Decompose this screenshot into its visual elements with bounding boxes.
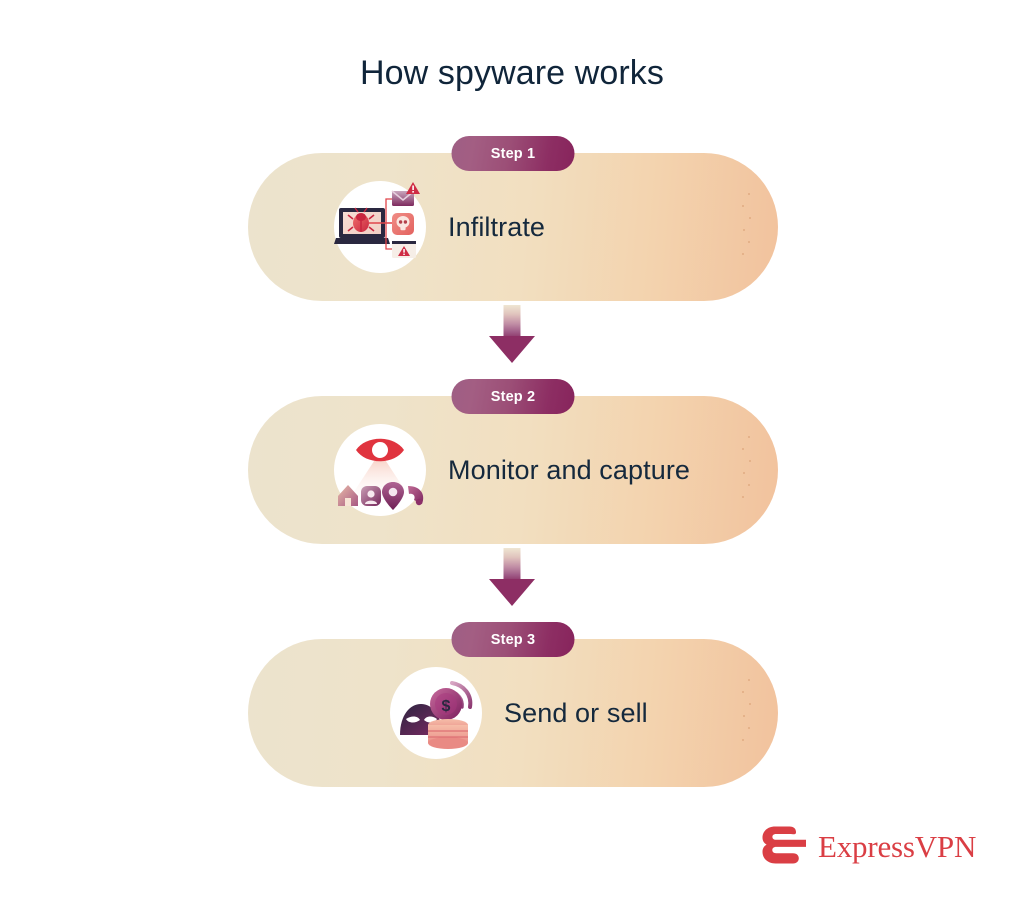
step-card-content-2: Monitor and capture — [248, 396, 778, 544]
step-card-1: Infiltrate Step 1 — [248, 136, 778, 301]
laptop-bug-infiltrate-icon — [334, 181, 426, 273]
card-dot-texture-1 — [742, 191, 752, 263]
eye-surveillance-icon — [334, 424, 426, 516]
arrow-head — [489, 336, 535, 363]
card-dot-texture-2 — [742, 434, 752, 506]
step-badge-text-3: Step 3 — [490, 631, 536, 648]
step-badge-text-1: Step 1 — [490, 145, 536, 162]
thief-coins-icon: $ — [390, 667, 482, 759]
step-label-1: Infiltrate — [448, 211, 546, 242]
step-card-3: $ Send or sell Step 3 — [248, 622, 778, 787]
step-badge-3: Step 3 — [451, 622, 575, 657]
arrow-step1-to-step2 — [489, 305, 535, 363]
card-dot-texture-3 — [742, 677, 752, 749]
step-label-3: Send or sell — [504, 697, 648, 728]
step-badge-2: Step 2 — [451, 379, 575, 414]
expressvpn-wordmark: ExpressVPN — [818, 828, 977, 864]
step-badge-1: Step 1 — [451, 136, 575, 171]
step-badge-text-2: Step 2 — [490, 388, 536, 405]
arrow-shaft — [503, 305, 521, 338]
svg-text:$: $ — [442, 698, 451, 715]
step-card-2: Monitor and capture Step 2 — [248, 379, 778, 544]
step-label-2: Monitor and capture — [448, 454, 691, 485]
step-card-content-3: $ Send or sell — [248, 639, 778, 787]
arrow-shaft — [503, 548, 521, 581]
page-title: How spyware works — [360, 54, 664, 92]
step-card-content-1: Infiltrate — [248, 153, 778, 301]
arrow-step2-to-step3 — [489, 548, 535, 606]
expressvpn-e-logo — [762, 826, 808, 866]
expressvpn-logo: ExpressVPN — [762, 826, 976, 866]
arrow-head — [489, 579, 535, 606]
